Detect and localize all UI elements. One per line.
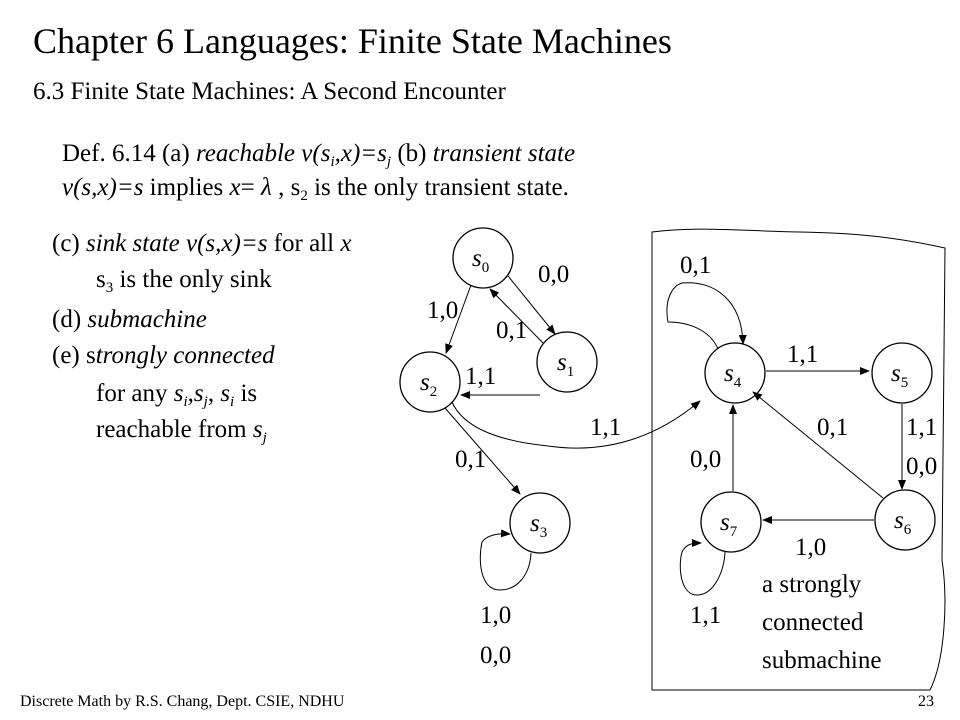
submachine-boundary xyxy=(651,228,946,691)
annotation-line-2: connected xyxy=(762,609,864,636)
definition-c: (c) sink state v(s,x)=s for all x xyxy=(52,230,352,257)
state-label-s4: s4 xyxy=(724,360,742,391)
state-label-s7: s7 xyxy=(720,509,738,540)
slide-subtitle: 6.3 Finite State Machines: A Second Enco… xyxy=(33,78,506,105)
state-circle-s6 xyxy=(874,489,936,551)
edge-s0-s2 xyxy=(445,284,472,354)
annotation-line-1: a strongly xyxy=(762,571,862,598)
state-label-s0: s0 xyxy=(472,245,489,276)
state-label-s3: s3 xyxy=(530,510,547,541)
edge-label-s2-s4: 1,1 xyxy=(590,414,621,441)
edge-label-s3-loop-a: 1,0 xyxy=(480,602,511,629)
definition-c-detail: s3 is the only sink xyxy=(96,266,272,296)
edge-s0-s1 xyxy=(507,275,556,335)
definition-line-2: v(s,x)=s implies x= λ , s2 is the only t… xyxy=(62,174,569,204)
edge-label-s6-s7: 1,0 xyxy=(795,534,826,561)
state-circle-s0 xyxy=(452,227,514,289)
edge-s3-loop xyxy=(479,529,532,591)
page-number: 23 xyxy=(918,693,934,710)
definition-line-1: Def. 6.14 (a) reachable v(si,x)=sj (b) t… xyxy=(62,140,576,170)
edge-label-s0-s2: 1,0 xyxy=(427,297,458,324)
edge-s4-loop xyxy=(666,282,747,350)
state-circle-s1 xyxy=(536,331,598,393)
edge-label-s4-loop: 0,1 xyxy=(680,252,711,279)
edge-s2-s4 xyxy=(451,400,701,449)
edge-label-s5-s6-a: 1,1 xyxy=(906,414,937,441)
slide-title: Chapter 6 Languages: Finite State Machin… xyxy=(33,21,672,61)
definition-e: (e) strongly connected xyxy=(52,342,275,369)
definition-e-reachable: reachable from sj xyxy=(96,416,267,446)
state-circle-s7 xyxy=(700,491,762,553)
state-circle-s4 xyxy=(704,342,766,404)
edge-label-s1-s0: 0,1 xyxy=(496,317,527,344)
definition-d: (d) submachine xyxy=(52,306,207,333)
edge-label-s3-loop-b: 0,0 xyxy=(480,642,511,669)
state-label-s2: s2 xyxy=(420,369,437,400)
edge-label-s4-s5: 1,1 xyxy=(787,341,818,368)
state-circle-s2 xyxy=(399,351,461,413)
edge-label-s2-s3: 0,1 xyxy=(455,446,486,473)
annotation-line-3: submachine xyxy=(762,647,881,674)
state-label-s5: s5 xyxy=(891,360,908,391)
edge-label-s1-s2: 1,1 xyxy=(465,363,496,390)
edge-label-s7-s4: 0,0 xyxy=(690,446,721,473)
state-label-s6: s6 xyxy=(894,507,912,538)
edge-s1-s0 xyxy=(489,288,544,344)
state-circle-s3 xyxy=(509,492,571,554)
edge-s2-s3 xyxy=(444,407,521,495)
edge-s6-s4 xyxy=(752,391,884,499)
edge-label-s0-s1: 0,0 xyxy=(538,261,569,288)
edge-s7-loop xyxy=(679,539,726,596)
edge-label-s6-s4: 0,1 xyxy=(817,414,848,441)
state-label-s1: s1 xyxy=(557,349,574,380)
state-circle-s5 xyxy=(871,342,933,404)
edge-label-s7-loop: 1,1 xyxy=(690,602,721,629)
footer-credit: Discrete Math by R.S. Chang, Dept. CSIE,… xyxy=(20,693,345,710)
definition-e-detail: for any si,sj, si is xyxy=(96,380,258,410)
edge-label-s5-s6-b: 0,0 xyxy=(906,453,937,480)
